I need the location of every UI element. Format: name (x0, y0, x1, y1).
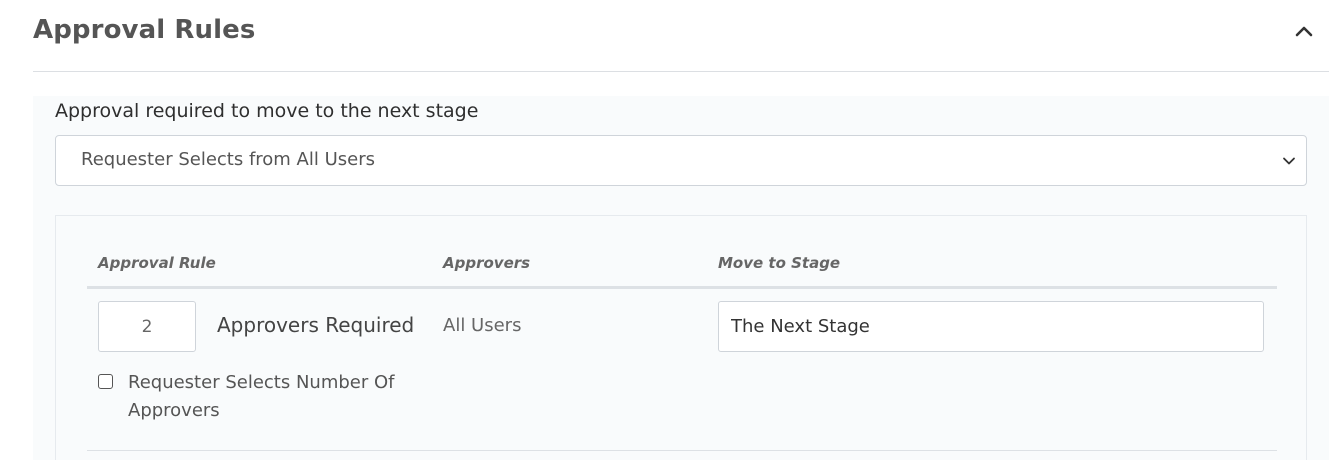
approval-panel: Approval required to move to the next st… (33, 96, 1329, 460)
approval-type-selected-value: Requester Selects from All Users (81, 149, 375, 170)
move-to-stage-input[interactable] (718, 301, 1264, 352)
column-header-move-to-stage: Move to Stage (718, 254, 841, 272)
chevron-up-icon (1295, 26, 1313, 37)
chevron-down-icon (1283, 157, 1295, 165)
row-divider (87, 450, 1277, 451)
section-title: Approval Rules (33, 15, 256, 45)
column-header-approvers: Approvers (443, 254, 531, 272)
collapse-button[interactable] (1293, 20, 1315, 42)
column-header-approval-rule: Approval Rule (98, 254, 216, 272)
approvers-required-label: Approvers Required (217, 313, 415, 337)
table-header-divider (87, 286, 1277, 289)
requester-selects-number-label[interactable]: Requester Selects Number Of Approvers (128, 372, 395, 421)
requester-selects-number-checkbox[interactable] (98, 374, 113, 389)
approval-required-label: Approval required to move to the next st… (55, 100, 479, 122)
section-header: Approval Rules (33, 0, 1329, 72)
approvers-value: All Users (443, 315, 522, 336)
approvers-required-count-input[interactable] (98, 301, 196, 352)
approval-rules-card: Approval Rule Approvers Move to Stage Ap… (55, 215, 1307, 460)
approval-type-select[interactable]: Requester Selects from All Users (55, 135, 1307, 186)
